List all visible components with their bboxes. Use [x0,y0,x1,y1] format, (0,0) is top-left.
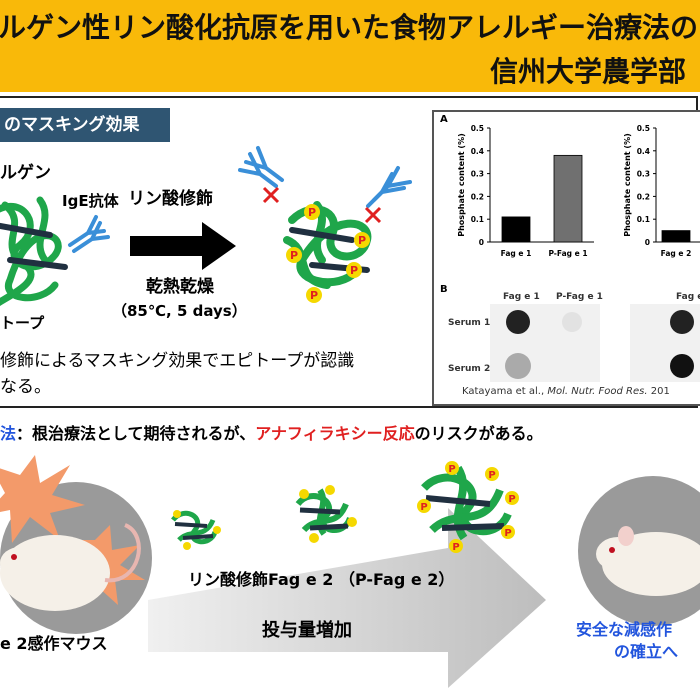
step-condition-label: （85℃, 5 days） [112,302,247,320]
dose-increase-label: 投与量増加 [262,620,352,641]
chart-ylabel: Phosphate content (%) [623,133,632,237]
dot-blot-image [490,304,700,382]
dot-col-label-3: Fag e [676,292,700,302]
anaphylaxis-burst-icon [0,455,85,543]
step-dry-label: 乾熱乾燥 [146,277,214,297]
panel-b-label: B [440,284,448,295]
panel-a-label: A [440,114,448,125]
ige-antibody-icon [68,215,110,253]
svg-text:P: P [508,494,515,505]
phospho-group-icon: P P P P P [286,204,370,303]
chart-y-tick-label: 0.1 [471,215,484,224]
allergen-protein-illustration [0,196,110,306]
phospho-allergen-illustration: P P P P P [238,146,412,303]
block-mark-icon [262,186,382,224]
sensitized-mouse-illustration [0,455,145,611]
section-label-masking: のマスキング効果 [0,108,170,142]
masking-description-line1: 修飾によるマスキング効果でエピトープが認識 [0,351,355,371]
svg-text:P: P [358,234,366,247]
pfag-molecule-medium [295,485,357,543]
chart-y-tick-label: 0.4 [471,147,484,156]
page-title: ルゲン性リン酸化抗原を用いた食物アレルギー治療法の [0,11,699,44]
blocked-antibody-right-icon [366,166,412,208]
epitope-label: トープ [0,314,45,332]
svg-text:P: P [448,464,455,475]
dot-col-label-1: Fag e 1 [503,292,540,302]
ige-label: IgE抗体 [62,192,119,210]
svg-text:P: P [290,249,298,262]
chart-x-tick-label: P-Fag e 1 [548,249,587,258]
goal-label-line2: の確立へ [614,642,679,661]
chart-y-tick-label: 0.5 [471,124,484,133]
chart-x-tick-label: Fag e 1 [501,249,532,258]
step-phospho-label: リン酸修飾 [128,189,213,209]
chart-bar [553,154,583,243]
phosphate-chart-right: Phosphate content (%) 0 0.1 0.2 0.3 0.4 0.5Fag… [623,124,700,258]
dose-increase-arrow-icon [148,508,546,688]
chart-y-tick-label: 0.2 [471,192,484,201]
chart-y-tick-label: 0.5 [637,124,650,133]
masking-description-line2: なる。 [0,377,51,397]
pfag-molecule-small [171,510,221,550]
dot-col-label-2: P-Fag e 1 [556,292,603,302]
page-subtitle: 信州大学農学部 [489,55,686,88]
therapy-description: 法：根治療法として期待されるが、アナフィラキシー反応のリスクがある。 [0,424,543,443]
chart-x-tick-label: Fag e 2 [661,249,692,258]
chart-y-tick-label: 0 [645,238,650,247]
serum-1-label: Serum 1 [448,318,491,328]
svg-text:P: P [350,264,358,277]
chart-y-tick-label: 0.1 [637,215,650,224]
chart-y-tick-label: 0.4 [637,147,650,156]
pfag-label: リン酸修飾Fag e 2 （P-Fag e 2） [188,570,455,589]
chart-bar [501,216,531,243]
chart-y-tick-label: 0 [479,238,484,247]
svg-text:P: P [420,502,427,513]
allergen-label: ルゲン [0,163,51,183]
treated-mouse-illustration [596,526,700,596]
pfag-molecule-large: P P P P P P [417,461,519,553]
svg-text:P: P [488,470,495,481]
goal-label-line1: 安全な減感作 [576,620,673,639]
process-arrow-icon [130,222,236,270]
chart-y-tick-label: 0.2 [637,192,650,201]
chart-y-tick-label: 0.3 [637,170,650,179]
chart-bar [661,230,691,243]
chart-ylabel: Phosphate content (%) [457,133,466,237]
chart-y-tick-label: 0.3 [471,170,484,179]
blocked-antibody-left-icon [238,146,284,188]
svg-text:P: P [310,289,318,302]
phosphate-chart-left: Phosphate content (%) 0 0.1 0.2 0.3 0.4 0.5Fag… [457,124,594,258]
header-banner [0,0,700,92]
sensitized-mouse-label: e 2感作マウス [0,634,108,653]
svg-text:P: P [452,542,459,553]
citation: Katayama et al., Mol. Nutr. Food Res. 20… [462,386,670,397]
svg-text:P: P [504,528,511,539]
serum-2-label: Serum 2 [448,364,491,374]
svg-text:P: P [308,206,316,219]
